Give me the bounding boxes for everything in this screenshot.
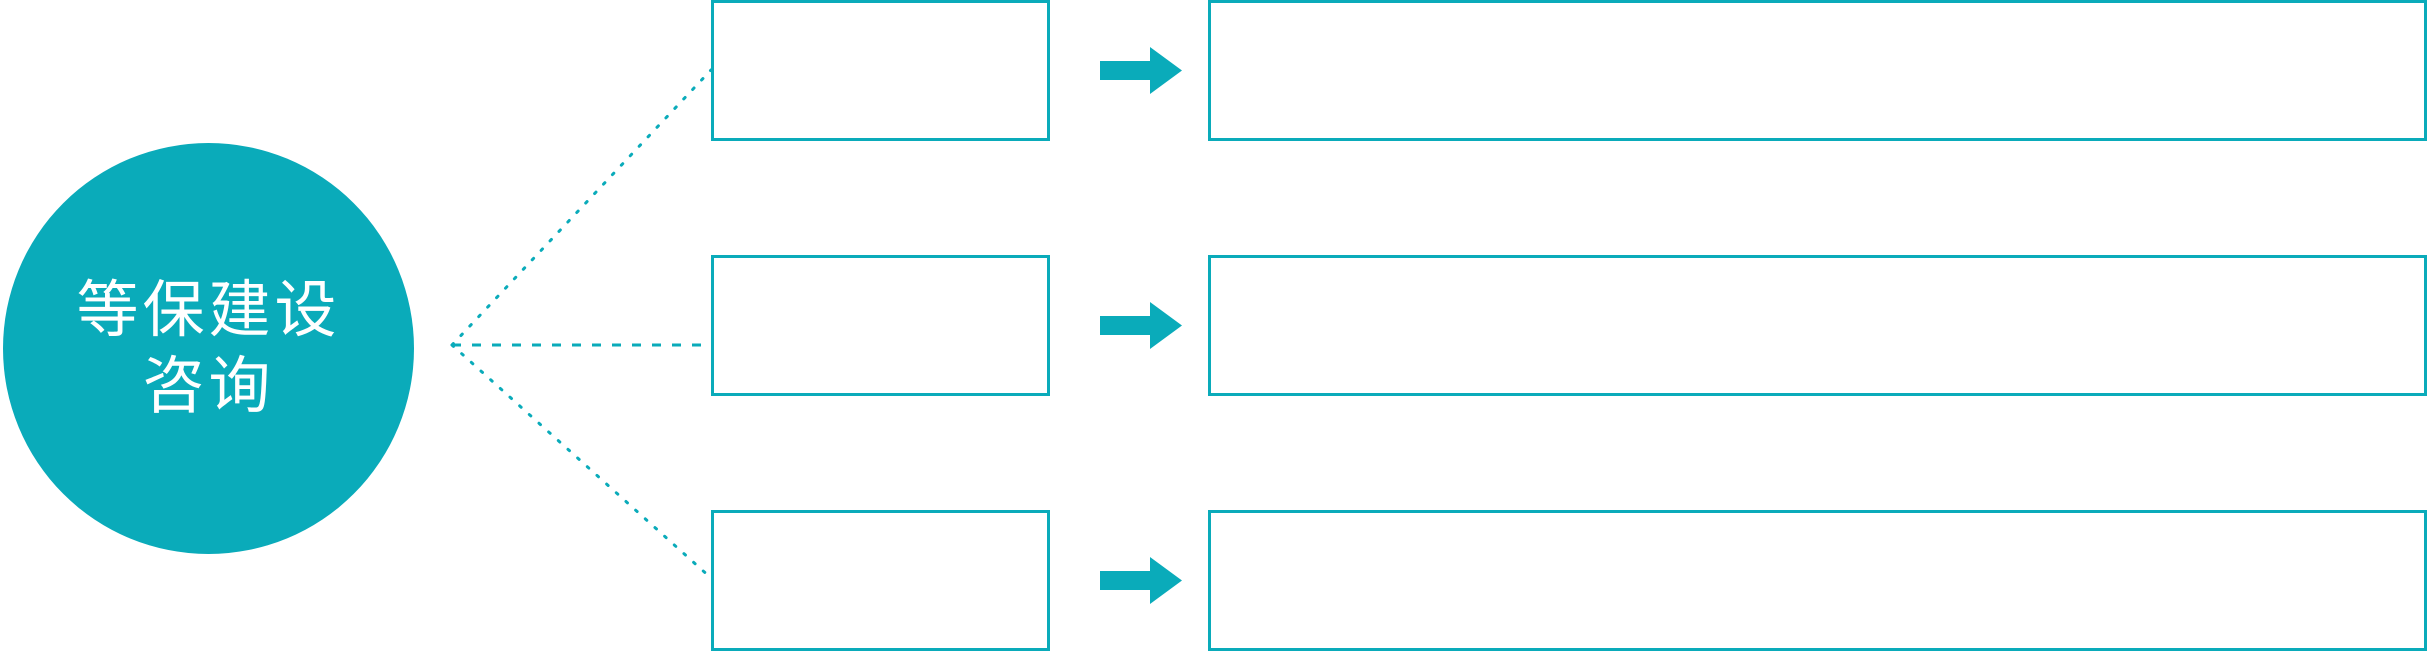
arrow-right-icon bbox=[1100, 46, 1182, 95]
detail-box[interactable] bbox=[1208, 0, 2427, 141]
arrow-right-icon bbox=[1100, 556, 1182, 605]
hub-title-line-2: 咨询 bbox=[142, 351, 275, 421]
detail-box[interactable] bbox=[1208, 255, 2427, 396]
label-box[interactable] bbox=[711, 0, 1050, 141]
hub-title-line-1: 等保建设 bbox=[76, 275, 341, 345]
flow-row bbox=[0, 255, 2434, 396]
arrow-right-icon bbox=[1100, 301, 1182, 350]
detail-box[interactable] bbox=[1208, 510, 2427, 651]
label-box[interactable] bbox=[711, 255, 1050, 396]
flow-row bbox=[0, 0, 2434, 141]
hub-circle[interactable]: 等保建设 咨询 bbox=[3, 143, 414, 554]
label-box[interactable] bbox=[711, 510, 1050, 651]
flow-row bbox=[0, 510, 2434, 651]
